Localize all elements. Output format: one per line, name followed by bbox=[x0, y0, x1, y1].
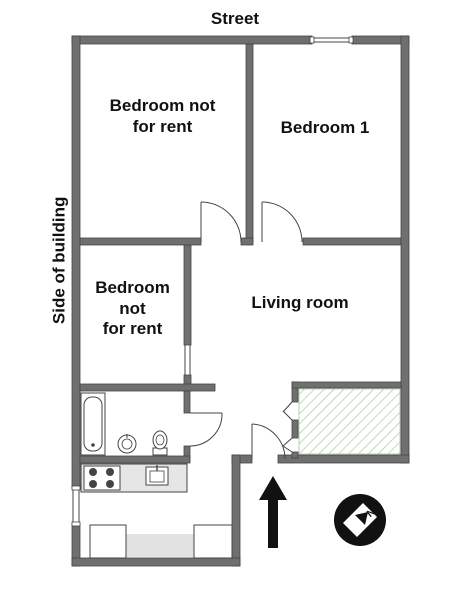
toilet bbox=[152, 430, 168, 456]
side-of-building-label: Side of building bbox=[49, 196, 69, 325]
bedroom-1-label: Bedroom 1 bbox=[280, 118, 370, 137]
balcony-left-wall-lower bbox=[291, 451, 299, 459]
bedroom2-right-wall-upper bbox=[183, 244, 192, 346]
bottom-wall bbox=[71, 557, 241, 567]
exterior-walls bbox=[71, 35, 410, 567]
entrance-arrow-icon bbox=[259, 476, 287, 548]
window-left bbox=[71, 485, 81, 527]
right-wall bbox=[400, 35, 410, 464]
kitchen-right-wall bbox=[231, 454, 241, 567]
bath-top-wall bbox=[79, 383, 216, 392]
hall-wall-left bbox=[79, 237, 202, 246]
bath-right-wall-upper bbox=[183, 390, 191, 414]
balcony-hatched-area bbox=[298, 388, 401, 455]
door-balcony-1 bbox=[282, 401, 293, 421]
door-balcony-2 bbox=[282, 437, 293, 453]
living-room-label: Living room bbox=[251, 293, 349, 312]
street-label: Street bbox=[210, 9, 260, 28]
wall-between-top-bedrooms bbox=[245, 43, 254, 243]
bedroom-not-for-rent-1-label: Bedroom not for rent bbox=[109, 96, 216, 136]
bathtub bbox=[80, 392, 106, 456]
door-bedroom-1 bbox=[261, 201, 303, 243]
door-bathroom bbox=[189, 412, 223, 447]
kitchen-sink bbox=[145, 465, 169, 486]
bathroom-sink bbox=[117, 434, 137, 454]
bottom-wall-right bbox=[277, 454, 410, 464]
door-bedroom-not-for-rent-1 bbox=[200, 201, 242, 243]
kitchen-cabinet-left bbox=[89, 524, 127, 559]
stove bbox=[83, 465, 121, 491]
door-entry bbox=[251, 423, 286, 460]
north-compass-icon: N bbox=[334, 494, 386, 546]
balcony-left-wall-mid bbox=[291, 419, 299, 439]
kitchen-floor-shade bbox=[126, 534, 194, 557]
doors bbox=[189, 201, 303, 460]
bath-bottom-wall bbox=[79, 455, 191, 464]
hall-wall-mid bbox=[240, 237, 254, 246]
top-wall-left bbox=[71, 35, 313, 45]
top-wall-right bbox=[351, 35, 410, 45]
interior-window bbox=[184, 345, 191, 375]
kitchen-cabinet-right bbox=[193, 524, 233, 559]
hall-wall-right bbox=[302, 237, 402, 246]
balcony-top-wall bbox=[291, 381, 402, 389]
left-wall-upper bbox=[71, 35, 81, 489]
window-top bbox=[309, 36, 354, 44]
bedroom-not-for-rent-2-label: Bedroom not for rent bbox=[95, 278, 170, 339]
